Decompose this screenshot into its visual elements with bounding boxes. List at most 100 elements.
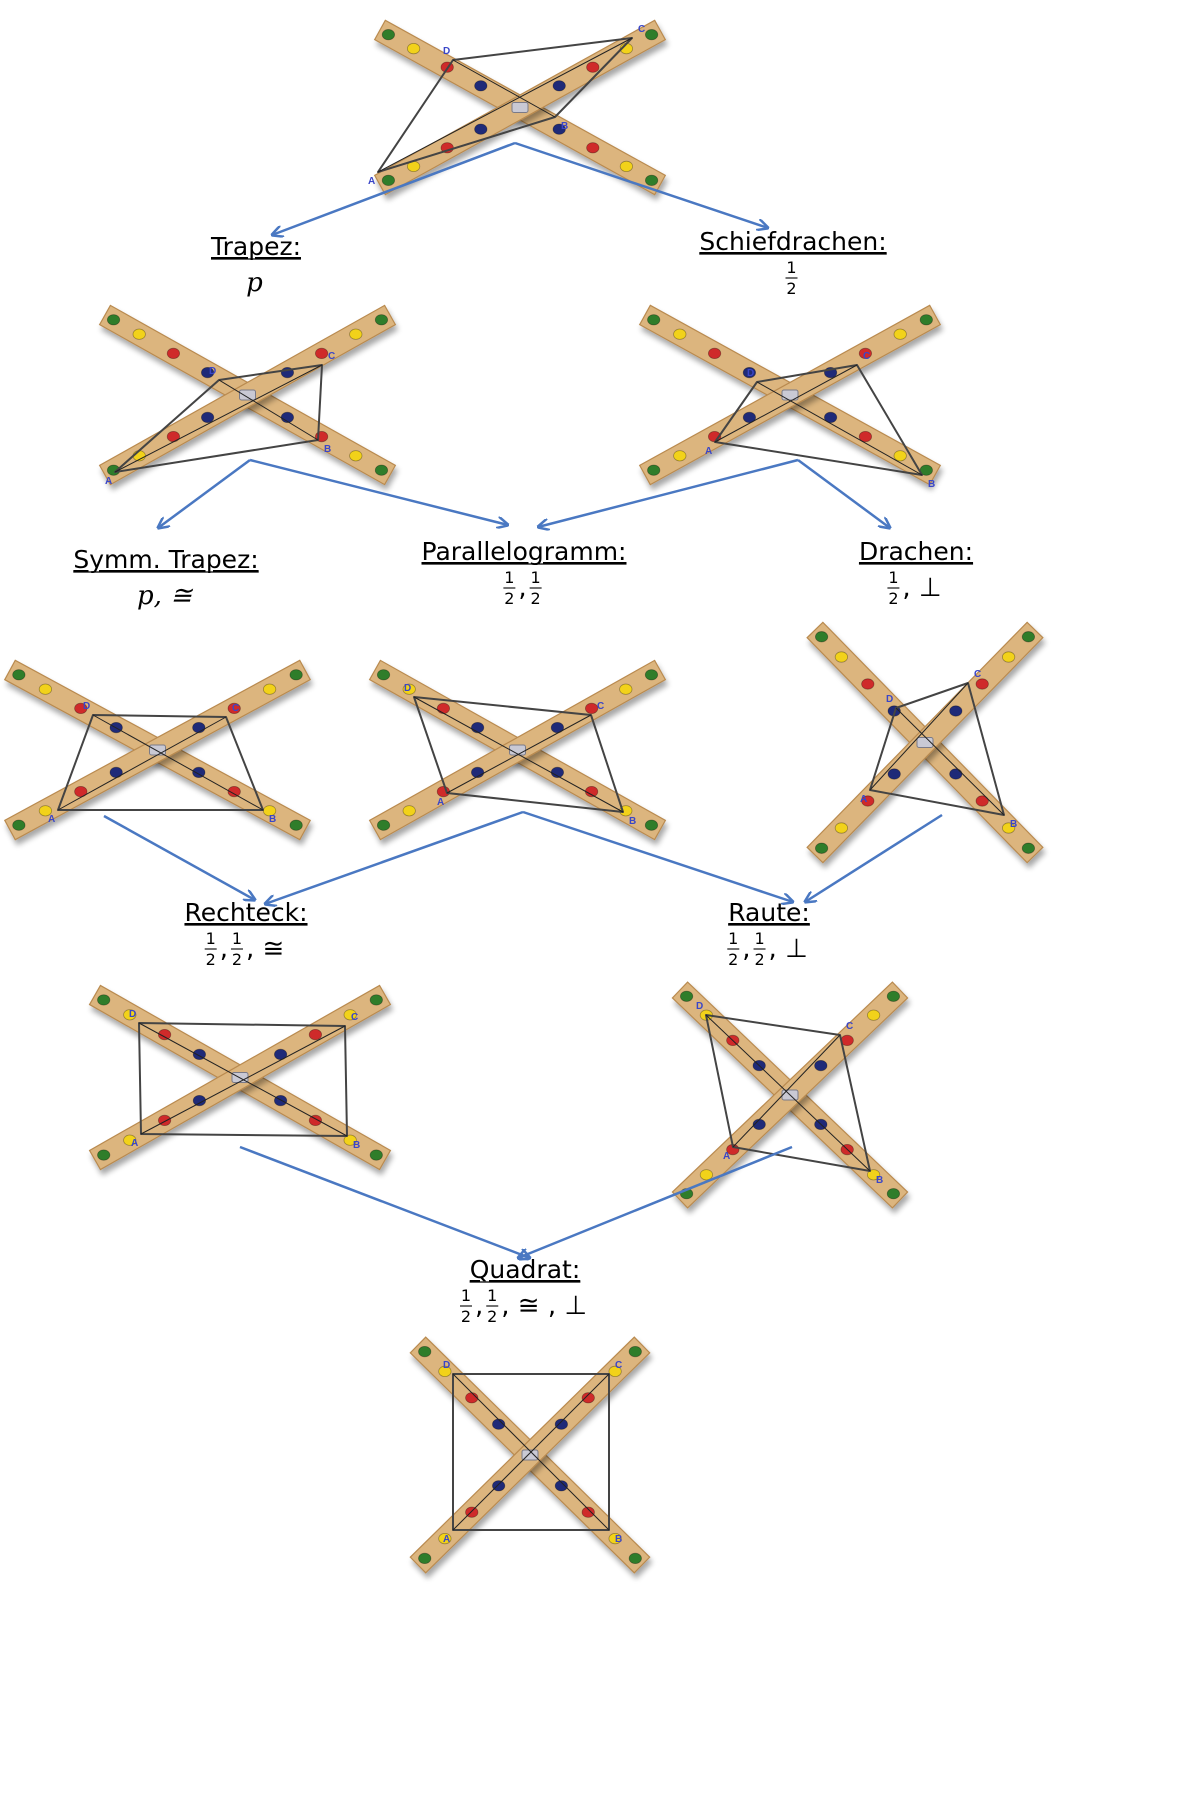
peg bbox=[227, 785, 241, 798]
peg bbox=[949, 705, 963, 717]
peg bbox=[581, 1506, 595, 1518]
peg bbox=[74, 785, 88, 798]
peg bbox=[919, 314, 933, 326]
fraction-one-half: 12 bbox=[529, 568, 542, 608]
hinge bbox=[149, 744, 166, 756]
peg bbox=[975, 795, 989, 807]
vertex-label-c: C bbox=[232, 703, 239, 714]
shape-condition: 12,12, ⊥ bbox=[727, 929, 808, 969]
hinge bbox=[781, 389, 799, 401]
label-raute: Raute:12,12, ⊥ bbox=[727, 898, 810, 969]
vertex-label-b: B bbox=[629, 816, 636, 827]
peg bbox=[381, 29, 395, 41]
vertex-label-d: D bbox=[209, 366, 216, 377]
condition-text: p bbox=[246, 268, 263, 298]
shape-condition: 12 bbox=[785, 258, 798, 298]
peg bbox=[308, 1114, 322, 1127]
fraction-one-half: 12 bbox=[727, 929, 740, 969]
peg bbox=[644, 819, 659, 831]
fraction-denominator: 2 bbox=[206, 950, 216, 969]
peg bbox=[436, 785, 450, 798]
vertex-label-b: B bbox=[876, 1175, 883, 1186]
fraction-one-half: 12 bbox=[887, 568, 900, 608]
vertex-label-d: D bbox=[747, 368, 754, 379]
peg bbox=[644, 669, 659, 681]
vertex-label-c: C bbox=[638, 24, 645, 35]
vertex-label-d: D bbox=[129, 1009, 136, 1020]
peg bbox=[97, 994, 111, 1006]
peg bbox=[192, 721, 206, 734]
shape-title: Quadrat: bbox=[470, 1255, 581, 1284]
diagonal-ac bbox=[377, 37, 633, 173]
fraction-denominator: 2 bbox=[786, 279, 796, 298]
fraction-one-half: 12 bbox=[204, 929, 217, 969]
peg bbox=[949, 768, 963, 780]
peg bbox=[402, 805, 416, 817]
diagonal-ac bbox=[714, 364, 858, 443]
fraction-numerator: 1 bbox=[728, 929, 738, 948]
peg bbox=[418, 1346, 432, 1358]
fraction-numerator: 1 bbox=[206, 929, 216, 948]
peg bbox=[823, 411, 838, 423]
hierarchy-arrow bbox=[797, 458, 890, 528]
condition-text: , bbox=[742, 934, 750, 964]
peg bbox=[38, 683, 53, 695]
label-parallelogramm: Parallelogramm:12,12 bbox=[421, 537, 627, 608]
vertex-label-d: D bbox=[443, 1360, 450, 1371]
fraction-one-half: 12 bbox=[486, 1286, 499, 1326]
peg bbox=[893, 328, 907, 340]
peg bbox=[369, 1149, 383, 1161]
peg bbox=[866, 1009, 881, 1021]
peg bbox=[628, 1552, 642, 1565]
arrows-layer bbox=[103, 141, 943, 1258]
condition-text: , ≅ bbox=[246, 934, 284, 964]
peg bbox=[1021, 631, 1036, 643]
peg bbox=[349, 450, 363, 462]
peg bbox=[647, 314, 661, 326]
peg bbox=[858, 430, 873, 443]
diagonal-ac bbox=[446, 714, 592, 794]
peg bbox=[262, 683, 277, 695]
vertex-label-b: B bbox=[928, 479, 935, 490]
condition-text: , ≅ , ⊥ bbox=[501, 1291, 587, 1321]
hierarchy-arrow bbox=[249, 458, 508, 525]
vertex-label-d: D bbox=[83, 701, 90, 712]
hierarchy-arrow bbox=[522, 810, 793, 902]
peg bbox=[861, 678, 875, 690]
diagonal-bd bbox=[452, 1373, 610, 1531]
peg bbox=[273, 1095, 288, 1107]
peg bbox=[349, 328, 363, 340]
peg bbox=[376, 819, 391, 831]
shape-condition: p, ≅ bbox=[137, 581, 193, 611]
hierarchy-arrow bbox=[805, 813, 943, 902]
peg bbox=[699, 1169, 714, 1181]
peg bbox=[647, 464, 661, 476]
shape-condition: p bbox=[246, 268, 263, 298]
peg bbox=[492, 1480, 506, 1492]
peg bbox=[376, 669, 391, 681]
shape-condition: 12,12, ≅ , ⊥ bbox=[459, 1286, 587, 1326]
peg bbox=[289, 819, 303, 831]
shape-title: Trapez: bbox=[210, 232, 301, 261]
diagonal-bd bbox=[452, 59, 556, 118]
peg bbox=[975, 678, 989, 690]
vertex-label-c: C bbox=[846, 1021, 853, 1032]
peg bbox=[554, 1418, 568, 1430]
label-trapez: Trapez: p bbox=[210, 232, 301, 298]
hinge bbox=[511, 102, 529, 113]
vertex-label-a: A bbox=[723, 1151, 730, 1162]
vertex-label-b: B bbox=[324, 444, 331, 455]
shape-title: Schiefdrachen: bbox=[699, 227, 886, 256]
peg bbox=[74, 702, 88, 715]
peg bbox=[308, 1029, 322, 1041]
diagonal-bd bbox=[413, 696, 624, 813]
vertex-label-b: B bbox=[615, 1534, 622, 1545]
fraction-denominator: 2 bbox=[461, 1307, 471, 1326]
hierarchy-arrow bbox=[103, 814, 255, 900]
